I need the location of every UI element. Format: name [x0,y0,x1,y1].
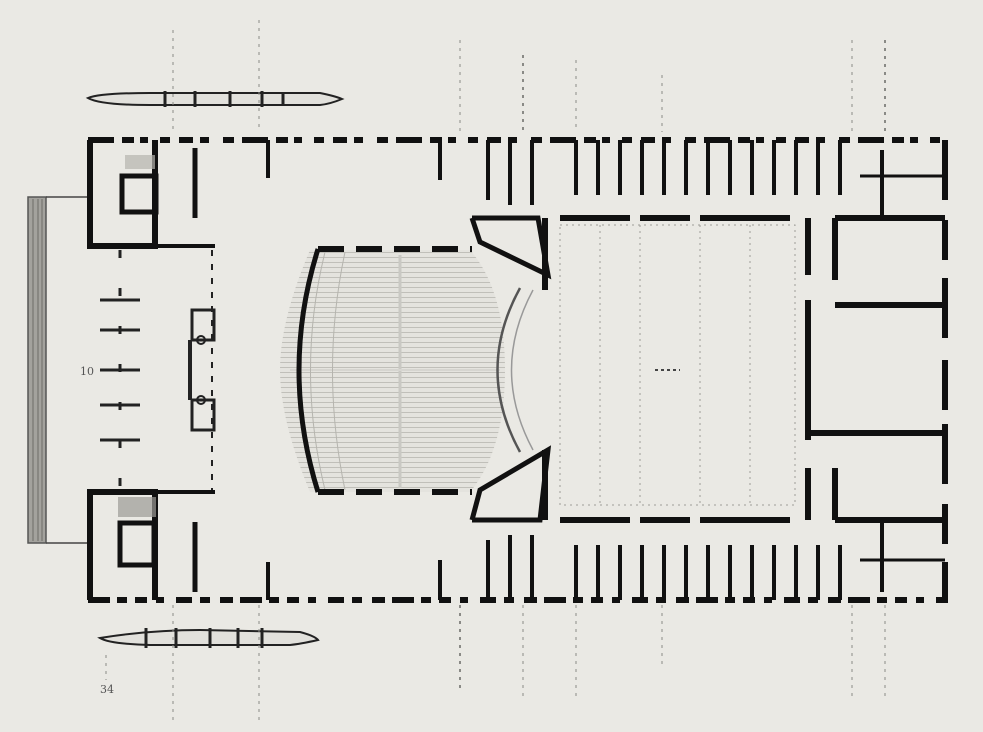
top-canopy [85,91,345,107]
top-room-partitions [266,140,842,205]
bottom-room-partitions [266,535,842,600]
grid-axes [105,20,886,720]
stage-apron [496,287,522,453]
axis-label-left: 10 [80,365,94,378]
bottom-canopy [97,628,320,648]
axis-label-bottom-left: 34 [100,683,114,696]
foyer [100,250,216,490]
walls [87,137,948,603]
stage-area [559,224,796,506]
auditorium-seating [280,250,505,492]
entrance-terrace [27,196,88,544]
